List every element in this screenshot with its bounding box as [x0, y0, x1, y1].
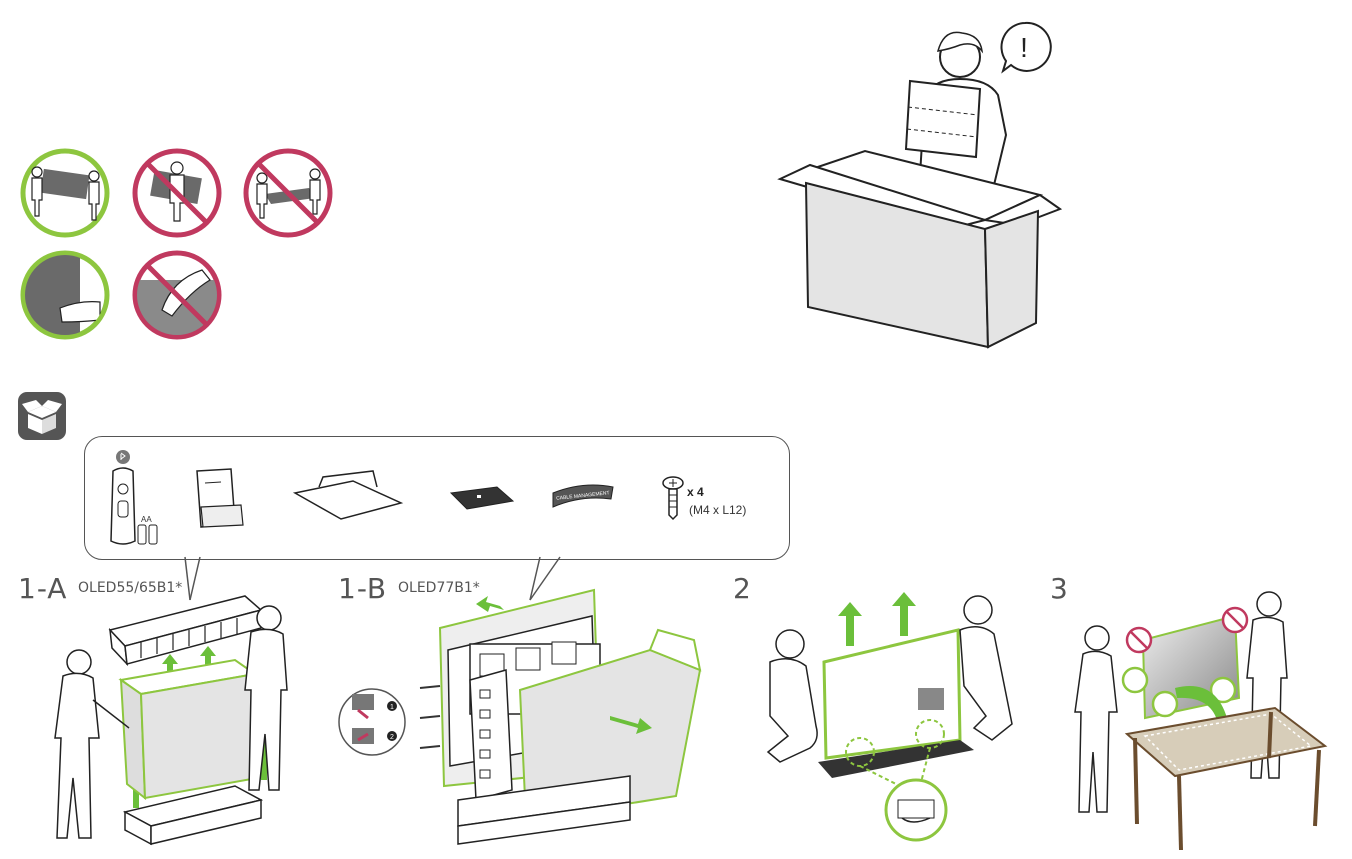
- magic-remote-icon: [110, 450, 136, 545]
- press-screen-icon: [132, 250, 222, 340]
- warning-bubble-icon: !: [1000, 21, 1052, 74]
- screw-icon: [662, 476, 684, 521]
- step-label-1b: 1-B: [338, 572, 388, 605]
- step-label-2: 2: [733, 572, 752, 605]
- model-label-1a: OLED55/65B1*: [78, 580, 183, 596]
- svg-text:!: !: [1020, 32, 1028, 63]
- aa-battery-label: AA: [141, 515, 152, 524]
- cable-management-icon: CABLE MANAGEMENT: [552, 484, 614, 508]
- handling-guide: [0, 0, 360, 360]
- hold-tv-edge-icon: [20, 250, 110, 340]
- svg-text:CABLE MANAGEMENT: CABLE MANAGEMENT: [556, 490, 610, 502]
- svg-text:1: 1: [390, 704, 394, 711]
- stand-base-icon: [449, 486, 515, 510]
- latch-detail-icon: 1 2: [338, 688, 406, 756]
- unboxing-warning-illustration: !: [770, 15, 1070, 355]
- step-2-illustration: [766, 592, 1013, 842]
- svg-text:2: 2: [390, 734, 394, 741]
- screw-spec: (M4 x L12): [689, 503, 747, 517]
- step-label-3: 3: [1050, 572, 1069, 605]
- stand-body-icon: [292, 470, 404, 520]
- screw-quantity: x 4: [687, 485, 704, 499]
- step-label-1a: 1-A: [18, 572, 68, 605]
- open-box-icon: [18, 392, 66, 440]
- step-1b-illustration: 1 2: [338, 588, 702, 845]
- carry-tv-flat-icon: [243, 148, 333, 238]
- step-1a-illustration: [54, 595, 288, 846]
- manual-icon: [196, 468, 244, 528]
- one-person-carry-tv-icon: [132, 148, 222, 238]
- aa-batteries-icon: [137, 524, 158, 545]
- two-people-carry-tv-icon: [20, 148, 110, 238]
- components-panel: AA CABLE MANAGEMENT x 4 (M4 x L12): [84, 436, 790, 560]
- components-callout-pointers: [184, 556, 561, 601]
- step-3-illustration: [1074, 591, 1328, 851]
- model-label-1b: OLED77B1*: [398, 580, 480, 596]
